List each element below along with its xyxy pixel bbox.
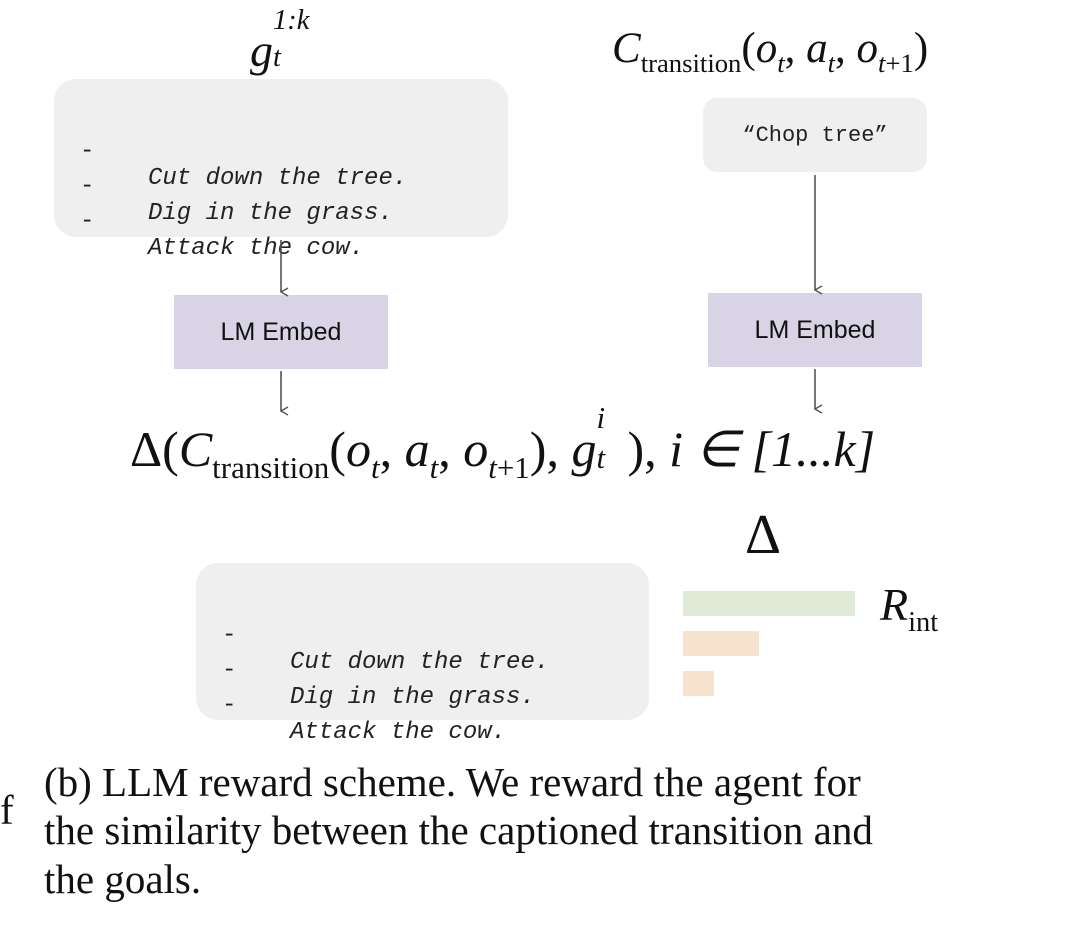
- lm-embed-left: LM Embed: [174, 295, 388, 369]
- similarity-func-sub: transition: [212, 449, 330, 485]
- transition-func-sub: transition: [640, 48, 742, 79]
- figure-caption-line-1: (b) LLM reward scheme. We reward the age…: [44, 759, 861, 805]
- lm-embed-left-label: LM Embed: [220, 317, 342, 346]
- goals-item-3-dash: -: [80, 208, 95, 235]
- reward-bar-1: [683, 591, 855, 616]
- transition-caption-text: “Chop tree”: [742, 122, 888, 148]
- goals-symbol-scripts: 1:k t: [273, 7, 309, 72]
- transition-func: C: [612, 25, 641, 72]
- reward-symbol: Rint: [880, 578, 938, 637]
- transition-args: (ot, at, ot+1): [741, 25, 929, 79]
- reward-item-3-dash: -: [222, 692, 237, 719]
- similarity-func: C: [178, 421, 213, 477]
- goals-symbol-sub: t: [273, 42, 281, 74]
- reward-item-2: - Dig in the grass.: [0, 630, 535, 738]
- goals-item-1-dash: -: [80, 138, 95, 165]
- reward-bar-2: [683, 631, 759, 656]
- reward-item-1-text: Cut down the tree.: [290, 649, 550, 676]
- figure-caption: (b) LLM reward scheme. We reward the age…: [44, 758, 1064, 903]
- goals-item-3: - Attack the cow.: [0, 181, 364, 289]
- figure-caption-line-3: the goals.: [44, 855, 202, 902]
- similarity-goal-sup: i: [596, 400, 606, 436]
- goals-item-1: - Cut down the tree.: [0, 111, 407, 219]
- similarity-delta: Δ: [130, 421, 163, 477]
- goals-symbol-base: g: [250, 25, 273, 76]
- lm-embed-right-label: LM Embed: [754, 315, 876, 344]
- reward-item-2-dash: -: [222, 657, 237, 684]
- transition-caption-box: “Chop tree”: [703, 98, 927, 172]
- goals-item-2-text: Dig in the grass.: [148, 200, 393, 227]
- lm-embed-right: LM Embed: [708, 293, 922, 367]
- similarity-range: i ∈ [1...k]: [669, 421, 876, 477]
- delta-symbol-text: Δ: [745, 504, 782, 566]
- reward-item-1: - Cut down the tree.: [0, 595, 549, 703]
- goals-item-1-text: Cut down the tree.: [148, 165, 408, 192]
- goals-item-2-dash: -: [80, 173, 95, 200]
- reward-bar-3: [683, 671, 714, 696]
- transition-symbol: Ctransition(ot, at, ot+1): [612, 24, 929, 79]
- reward-item-2-text: Dig in the grass.: [290, 684, 535, 711]
- reward-item-3-text: Attack the cow.: [290, 719, 507, 746]
- reward-item-1-dash: -: [222, 622, 237, 649]
- stray-letter-text: f: [0, 787, 14, 833]
- goals-box: [54, 79, 508, 237]
- goals-symbol-sup: 1:k: [273, 5, 310, 37]
- reward-symbol-base: R: [880, 579, 909, 630]
- goals-item-2: - Dig in the grass.: [0, 146, 393, 254]
- stray-letter: f: [0, 786, 14, 834]
- reward-goals-box: [196, 563, 649, 720]
- reward-item-3: - Attack the cow.: [0, 665, 506, 773]
- similarity-goal-sub: t: [596, 440, 606, 476]
- similarity-goal: g: [571, 421, 597, 477]
- figure-caption-line-2: the similarity between the captioned tra…: [44, 807, 873, 854]
- delta-symbol: Δ: [745, 503, 781, 567]
- reward-symbol-sub: int: [908, 606, 939, 638]
- goals-item-3-text: Attack the cow.: [148, 235, 365, 262]
